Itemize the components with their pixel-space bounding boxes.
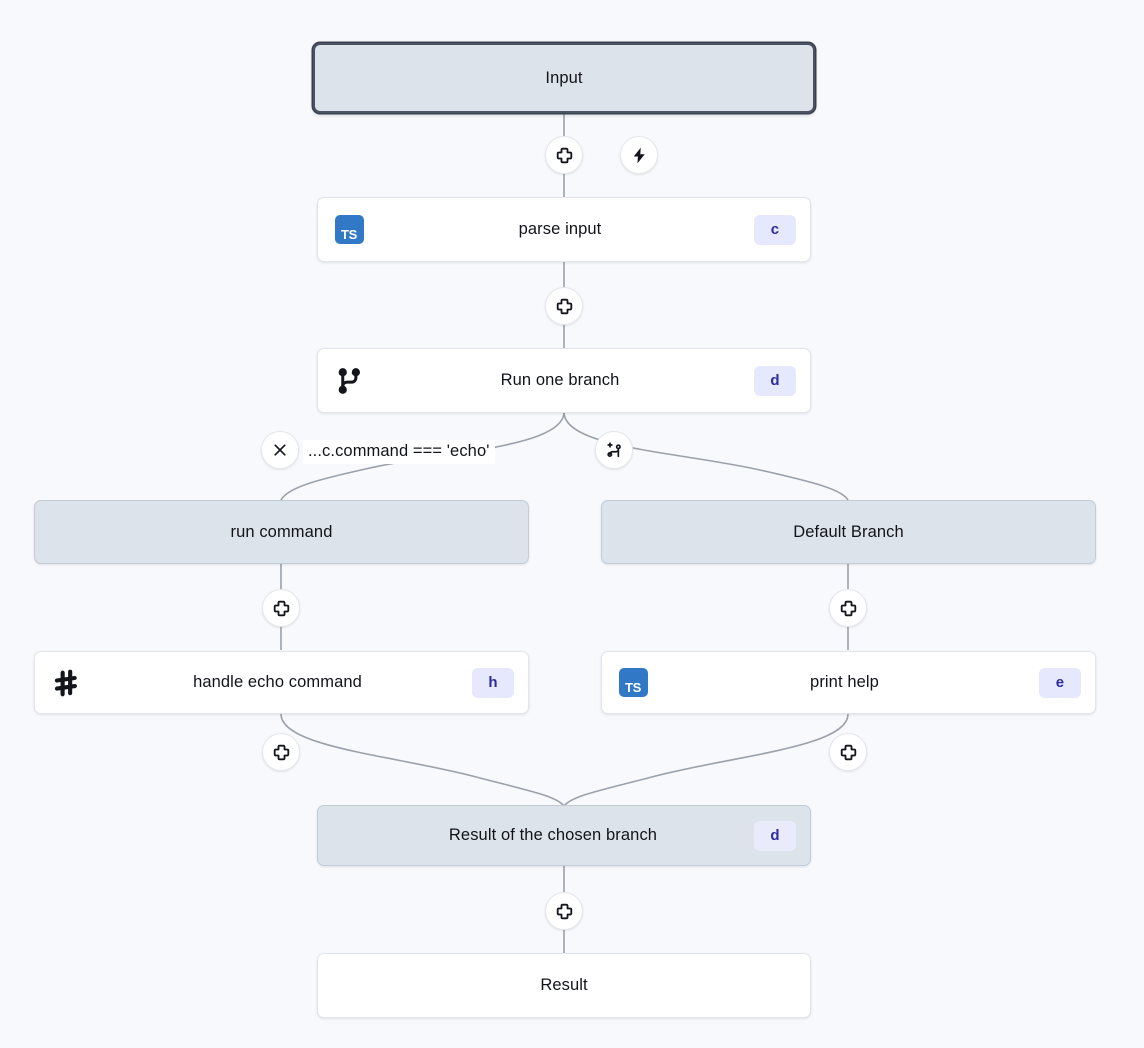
plus-icon [840, 600, 856, 616]
typescript-icon: TS [616, 666, 650, 700]
hash-icon [49, 666, 83, 700]
plus-icon [273, 744, 289, 760]
lightning-bolt-icon [633, 147, 645, 163]
node-result[interactable]: Result [317, 953, 811, 1018]
node-parse-input-badge[interactable]: c [754, 214, 796, 245]
node-result-of-chosen-branch[interactable]: Result of the chosen branch d [317, 805, 811, 866]
node-parse-input[interactable]: TS parse input c [317, 197, 811, 262]
node-result-of-chosen-branch-badge[interactable]: d [754, 820, 796, 851]
remove-branch-button[interactable] [261, 431, 299, 469]
close-x-icon [274, 444, 286, 456]
node-run-command-label: run command [230, 522, 333, 541]
node-run-command[interactable]: run command [34, 500, 529, 564]
add-branch-button[interactable] [595, 431, 633, 469]
node-input[interactable]: Input [313, 43, 815, 113]
branch-condition-label[interactable]: ...c.command === 'echo' [303, 440, 495, 464]
add-step-button-input-parse[interactable] [545, 136, 583, 174]
add-branch-icon [607, 442, 621, 458]
plus-icon [556, 903, 572, 919]
typescript-icon-text: TS [618, 668, 648, 697]
node-input-label: Input [545, 68, 583, 87]
node-run-one-branch-badge[interactable]: d [754, 365, 796, 396]
node-result-label: Result [540, 976, 588, 994]
plus-icon [556, 147, 572, 163]
add-step-button-result[interactable] [545, 892, 583, 930]
node-print-help-label: print help [810, 673, 879, 691]
plus-icon [273, 600, 289, 616]
edge-handle-echo-to-result [280, 713, 565, 807]
typescript-icon-text: TS [334, 215, 364, 244]
node-default-branch-label: Default Branch [793, 522, 904, 541]
plus-icon [840, 744, 856, 760]
node-handle-echo-command-badge[interactable]: h [472, 667, 514, 698]
node-default-branch[interactable]: Default Branch [601, 500, 1096, 564]
node-handle-echo-command-label: handle echo command [193, 673, 362, 691]
plus-icon [556, 298, 572, 314]
node-parse-input-label: parse input [518, 220, 602, 238]
add-step-button-parse-branch[interactable] [545, 287, 583, 325]
typescript-icon: TS [332, 213, 366, 247]
node-run-one-branch[interactable]: Run one branch d [317, 348, 811, 413]
git-branch-icon [332, 364, 366, 398]
add-step-button-run-command[interactable] [262, 589, 300, 627]
node-print-help-badge[interactable]: e [1039, 667, 1081, 698]
node-result-of-chosen-branch-label: Result of the chosen branch [448, 826, 658, 844]
trigger-button[interactable] [620, 136, 658, 174]
add-step-button-default-branch[interactable] [829, 589, 867, 627]
node-run-one-branch-label: Run one branch [500, 371, 620, 389]
node-handle-echo-command[interactable]: handle echo command h [34, 651, 529, 714]
node-print-help[interactable]: TS print help e [601, 651, 1096, 714]
add-step-button-handle-echo[interactable] [262, 733, 300, 771]
edge-print-help-to-result [563, 713, 849, 807]
add-step-button-print-help[interactable] [829, 733, 867, 771]
